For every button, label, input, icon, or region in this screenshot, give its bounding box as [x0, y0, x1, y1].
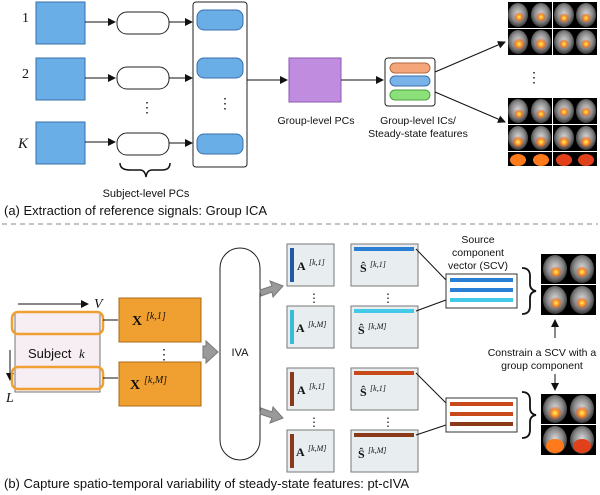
arrow-iva-top	[259, 280, 284, 299]
constrain-label-line1: Constrain a SCV with a	[488, 347, 597, 359]
constrain-label-line2: group component	[501, 360, 583, 372]
a-label-upper-1: A [k,1]	[297, 258, 325, 273]
a-panel-upper-1	[286, 243, 335, 287]
a-label-upper-m: A [k,M]	[296, 320, 326, 335]
subject-data-box-2	[35, 57, 86, 101]
concat-pill-k	[196, 133, 244, 155]
x-label-last: X [k,M]	[130, 375, 167, 393]
part-a: 1 2 K ⋮ Subject-level PCs ⋮ Group-level …	[4, 1, 597, 218]
arrow-to-iva	[202, 339, 219, 365]
group-ic-green	[389, 89, 431, 101]
a-label-lower-1: A [k,1]	[297, 382, 325, 397]
row-label-k: K	[17, 136, 29, 152]
v-label: V	[94, 297, 104, 312]
brain-maps-bottom	[508, 98, 597, 166]
s-label-lower-m: Ŝ [k,M]	[358, 446, 386, 461]
vdots-x: ⋮	[157, 346, 171, 362]
group-pcs-label: Group-level PCs	[277, 115, 354, 127]
scv-label-line3: vector (SCV)	[448, 260, 508, 272]
scv-label-line1: Source	[461, 234, 494, 246]
x-box-last	[118, 361, 202, 407]
vdots-s-upper: ⋮	[382, 291, 394, 305]
subject-k-label: Subject k	[28, 346, 85, 361]
vdots-a-lower: ⋮	[308, 415, 320, 429]
caption-a: (a) Extraction of reference signals: Gro…	[4, 203, 267, 218]
row-label-1: 1	[22, 11, 29, 26]
brain-maps-b-upper	[541, 254, 596, 315]
vdots-data: ⋮	[140, 99, 154, 115]
vdots-s-lower: ⋮	[382, 415, 394, 429]
part-b: V L Subject k X [k,1] ⋮ X [k,M] IVA	[4, 234, 596, 491]
brain-maps-b-lower	[541, 394, 596, 455]
scv-brace-lower	[521, 391, 537, 439]
a-label-lower-m: A [k,M]	[296, 444, 326, 459]
row-label-2: 2	[22, 67, 29, 82]
concat-pill-2	[196, 57, 244, 79]
vdots-maps: ⋮	[527, 69, 541, 85]
vdots-a-upper: ⋮	[308, 291, 320, 305]
subject-k-matrix	[14, 311, 101, 393]
s-label-lower-1: Ŝ [k,1]	[360, 384, 386, 399]
x-box-first	[118, 297, 202, 343]
iva-block	[219, 247, 261, 461]
group-ic-blue	[389, 75, 431, 87]
subject-pc-pill-1	[116, 11, 170, 35]
subject-pcs-label: Subject-level PCs	[103, 188, 190, 200]
group-ics-label-line1: Group-level ICs/	[380, 115, 456, 127]
iva-label: IVA	[232, 347, 250, 359]
subject-pc-pill-2	[116, 66, 170, 90]
a-panel-lower-m	[286, 429, 335, 473]
arrow-iva-bottom	[259, 405, 284, 424]
s-label-upper-1: Ŝ [k,1]	[360, 260, 386, 275]
concat-container	[192, 1, 248, 168]
group-ic-orange	[389, 62, 431, 74]
subject-data-box-1	[35, 1, 86, 45]
concat-pill-1	[196, 9, 244, 31]
subject-pcs-brace	[119, 162, 171, 178]
s-label-upper-m: Ŝ [k,M]	[358, 322, 386, 337]
brain-maps-top	[508, 2, 597, 55]
a-panel-upper-m	[286, 305, 335, 349]
subject-pc-pill-k	[116, 132, 170, 156]
group-ics-label-line2: Steady-state features	[368, 128, 468, 140]
a-panel-lower-1	[286, 367, 335, 411]
subject-k-slice-top	[10, 310, 105, 336]
scv-brace-upper	[521, 267, 537, 315]
caption-b: (b) Capture spatio-temporal variability …	[4, 476, 409, 491]
l-label: L	[5, 391, 14, 406]
subject-data-box-k	[35, 121, 86, 165]
vdots-concat: ⋮	[218, 95, 232, 111]
x-label-first: X [k,1]	[132, 311, 166, 329]
scv-label-line2: component	[452, 247, 504, 259]
group-pcs-box	[288, 57, 342, 103]
